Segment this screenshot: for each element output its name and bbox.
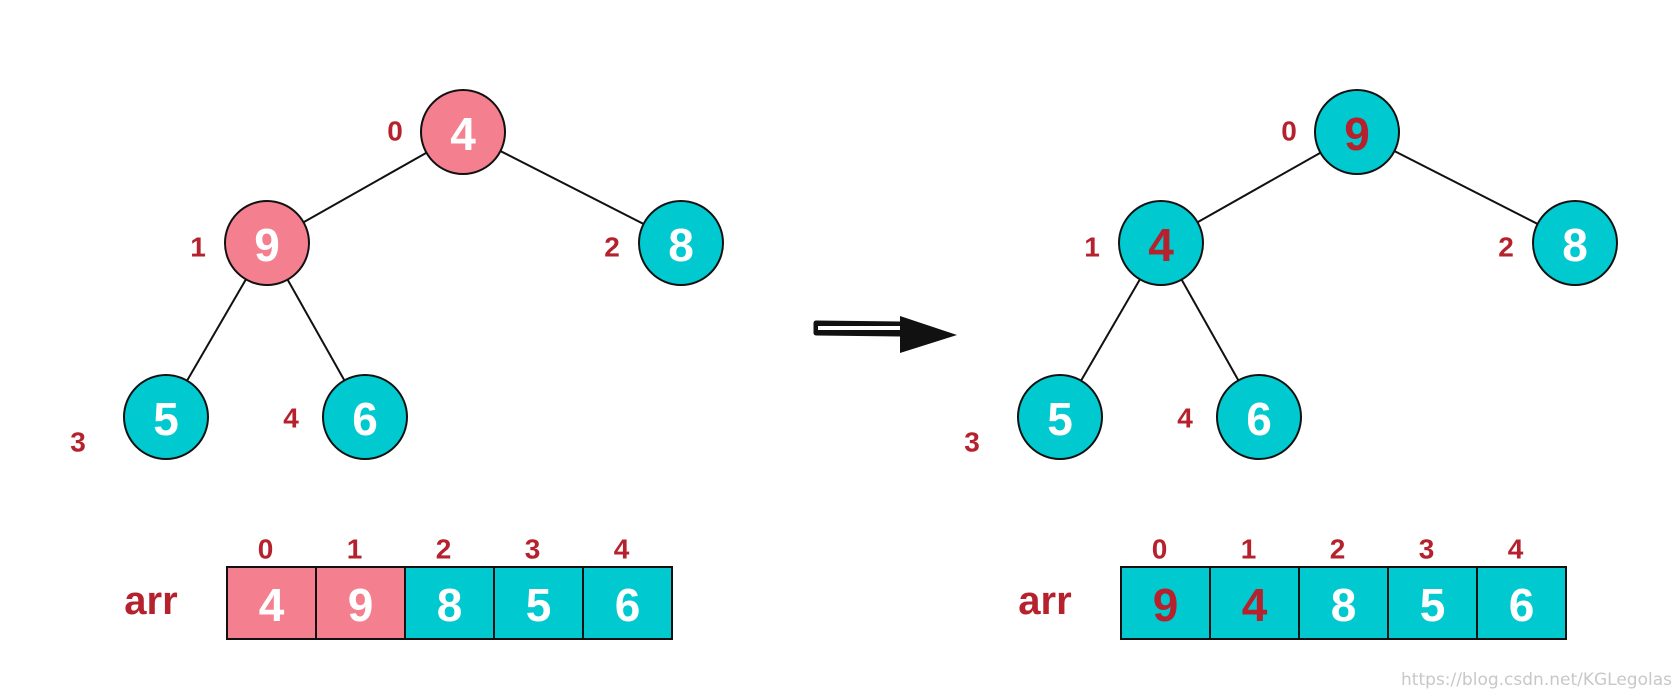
after-node-3-value: 5 xyxy=(1047,393,1073,445)
after-array-cell-0 xyxy=(1120,566,1211,640)
before-array-cell-0 xyxy=(226,566,317,640)
before-node-4 xyxy=(322,374,408,460)
before-node-2-index: 2 xyxy=(604,232,620,263)
before-array-cell-3-value: 5 xyxy=(526,579,552,631)
after-array-cell-2-value: 8 xyxy=(1331,579,1357,631)
after-array-cell-4 xyxy=(1476,566,1567,640)
before-node-0-index: 0 xyxy=(387,116,403,147)
before-node-2 xyxy=(638,200,724,286)
after-panel: 9 0 4 1 8 2 5 3 6 4 arr 9 0 4 1 8 2 5 3 6 4 xyxy=(964,89,1618,640)
before-array-cell-4 xyxy=(582,566,673,640)
after-array-index-1: 1 xyxy=(1241,534,1257,565)
before-node-2-value: 8 xyxy=(668,219,694,271)
before-node-3-value: 5 xyxy=(153,393,179,445)
before-array-cell-1-value: 9 xyxy=(348,579,374,631)
after-node-0-index: 0 xyxy=(1281,116,1297,147)
before-node-0 xyxy=(420,89,506,175)
after-array-index-3: 3 xyxy=(1419,534,1435,565)
after-node-3 xyxy=(1017,374,1103,460)
after-array-cell-3-value: 5 xyxy=(1420,579,1446,631)
before-array-cell-3 xyxy=(493,566,584,640)
before-array-label: arr xyxy=(124,579,177,623)
after-array-cell-1-value: 4 xyxy=(1242,579,1268,631)
before-node-3-index: 3 xyxy=(70,427,86,458)
after-node-1 xyxy=(1118,200,1204,286)
before-node-3 xyxy=(123,374,209,460)
before-node-4-index: 4 xyxy=(283,403,299,434)
after-node-0-value: 9 xyxy=(1344,108,1370,160)
after-edge-0-2 xyxy=(1393,150,1539,225)
before-node-4-value: 6 xyxy=(352,393,378,445)
after-node-1-index: 1 xyxy=(1084,232,1100,263)
after-array-cell-1 xyxy=(1209,566,1300,640)
before-edge-0-1 xyxy=(303,151,427,224)
after-node-2-index: 2 xyxy=(1498,232,1514,263)
before-array-index-1: 1 xyxy=(347,534,363,565)
before-node-0-value: 4 xyxy=(450,108,476,160)
after-node-3-index: 3 xyxy=(964,427,980,458)
before-array-index-2: 2 xyxy=(436,534,452,565)
after-edge-1-3 xyxy=(1080,278,1141,382)
before-array-index-3: 3 xyxy=(525,534,541,565)
after-node-4-value: 6 xyxy=(1246,393,1272,445)
before-array-cell-2 xyxy=(404,566,495,640)
before-array-cell-4-value: 6 xyxy=(615,579,641,631)
after-node-2-value: 8 xyxy=(1562,219,1588,271)
before-node-1-index: 1 xyxy=(190,232,206,263)
before-edge-1-4 xyxy=(286,279,346,381)
before-array-index-0: 0 xyxy=(258,534,274,565)
after-node-0 xyxy=(1314,89,1400,175)
after-array-index-0: 0 xyxy=(1152,534,1168,565)
before-edge-0-2 xyxy=(499,150,645,225)
after-edge-0-1 xyxy=(1197,151,1321,224)
after-array-label: arr xyxy=(1018,579,1071,623)
after-array-cell-2 xyxy=(1298,566,1389,640)
watermark-text: https://blog.csdn.net/KGLegolas xyxy=(1401,670,1672,690)
before-node-1 xyxy=(224,200,310,286)
after-edge-1-4 xyxy=(1180,279,1240,381)
after-node-4 xyxy=(1216,374,1302,460)
before-array-cell-0-value: 4 xyxy=(259,579,285,631)
after-array-cell-4-value: 6 xyxy=(1509,579,1535,631)
before-array-cell-2-value: 8 xyxy=(437,579,463,631)
after-array-index-4: 4 xyxy=(1508,534,1524,565)
after-node-4-index: 4 xyxy=(1177,403,1193,434)
before-edge-1-3 xyxy=(186,278,247,382)
before-node-1-value: 9 xyxy=(254,219,280,271)
after-array-index-2: 2 xyxy=(1330,534,1346,565)
after-array-cell-0-value: 9 xyxy=(1153,579,1179,631)
after-node-1-value: 4 xyxy=(1148,219,1174,271)
transition-arrow-icon xyxy=(813,316,957,353)
before-array-index-4: 4 xyxy=(614,534,630,565)
after-node-2 xyxy=(1532,200,1618,286)
